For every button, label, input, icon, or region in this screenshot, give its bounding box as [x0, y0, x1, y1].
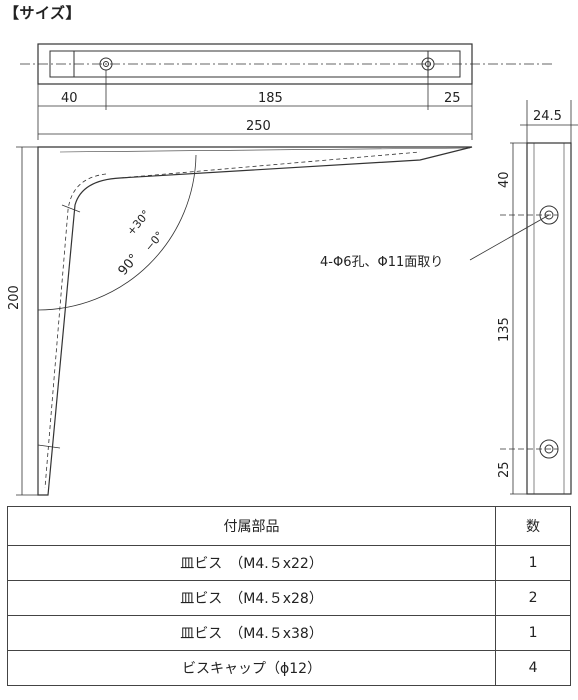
part-qty: 1: [495, 615, 571, 651]
dim-overall-length: 250: [246, 119, 271, 134]
side-view: [469, 100, 578, 495]
dim-side-top: 40: [497, 171, 512, 188]
table-row: 皿ビス （M4.５x22） 1: [6, 545, 571, 581]
dim-top-right: 25: [444, 91, 461, 106]
part-item: 皿ビス （M4.５x22）: [6, 545, 497, 581]
height-dimension: [16, 146, 38, 496]
angle-plus-label: +30°: [124, 208, 152, 238]
dim-height: 200: [7, 285, 22, 310]
dim-side-bottom: 25: [497, 461, 512, 478]
top-dimensions: [37, 70, 473, 140]
top-view: [20, 43, 555, 85]
dim-top-middle: 185: [258, 91, 283, 106]
part-qty: 1: [495, 545, 571, 581]
header-qty: 数: [495, 506, 571, 546]
table-row: 皿ビス （M4.５x28） 2: [6, 580, 571, 616]
part-item: 皿ビス （M4.５x28）: [6, 580, 497, 616]
section-title: 【サイズ】: [4, 4, 82, 22]
table-row: ビスキャップ（ϕ12） 4: [6, 650, 571, 686]
hole-note: 4-Φ6孔、Φ11面取り: [320, 255, 443, 270]
part-item: ビスキャップ（ϕ12）: [6, 650, 497, 686]
parts-table: 付属部品 数 皿ビス （M4.５x22） 1 皿ビス （M4.５x28） 2 皿…: [6, 506, 571, 686]
dim-top-left: 40: [61, 91, 78, 106]
part-qty: 4: [495, 650, 571, 686]
dim-side-middle: 135: [497, 317, 512, 342]
part-item: 皿ビス （M4.５x38）: [6, 615, 497, 651]
header-item: 付属部品: [6, 506, 497, 546]
table-row: 皿ビス （M4.５x38） 1: [6, 615, 571, 651]
part-qty: 2: [495, 580, 571, 616]
angle-arc: [37, 147, 197, 311]
dim-side-width: 24.5: [533, 109, 562, 124]
front-view: [37, 146, 473, 496]
bracket-drawing: 40 185 25 250 200 24.5 40 135 25 90° +30…: [7, 43, 578, 496]
table-header-row: 付属部品 数: [6, 506, 571, 546]
angle-minus-label: −0°: [142, 229, 166, 254]
